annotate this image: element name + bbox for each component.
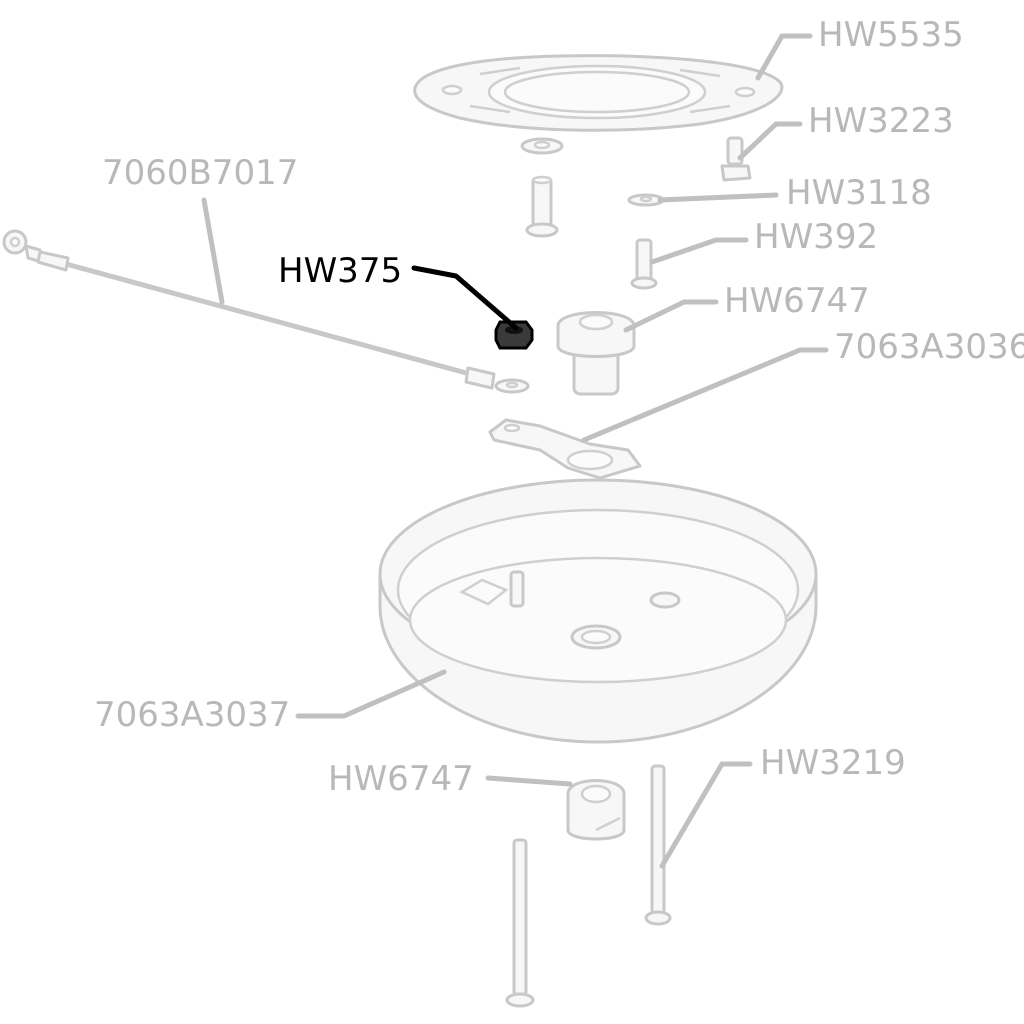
long-screw-hw3219[interactable] [644, 764, 672, 926]
long-screw-left[interactable] [505, 838, 535, 1008]
label-hw3118: HW3118 [786, 173, 932, 213]
standoff-post[interactable] [525, 175, 559, 238]
leader-hw5535 [755, 33, 813, 81]
screw-hw392[interactable] [630, 238, 658, 290]
leader-hw3118 [657, 192, 779, 203]
leader-hw392 [649, 237, 749, 265]
washer-top[interactable] [520, 137, 564, 155]
label-hw6747-top: HW6747 [724, 281, 870, 321]
leader-7063a3036 [581, 347, 829, 443]
label-7063a3036: 7063A3036 [834, 327, 1024, 367]
mounting-plate-hw5535[interactable] [413, 54, 784, 132]
bolt-hw3223[interactable] [720, 136, 752, 182]
leader-7060b7017 [201, 197, 225, 305]
label-hw3219: HW3219 [760, 743, 906, 783]
leader-hw3219 [659, 761, 753, 869]
label-7063a3037: 7063A3037 [94, 695, 290, 735]
bushing-hw6747-top[interactable] [556, 311, 636, 396]
label-hw392: HW392 [754, 217, 878, 257]
ground-wire-7060b7017[interactable] [2, 229, 530, 394]
leader-hw3223 [737, 121, 803, 161]
bushing-hw6747-bottom[interactable] [566, 779, 626, 841]
label-7060b7017: 7060B7017 [102, 153, 298, 193]
leader-hw6747-bottom [485, 775, 573, 787]
label-hw5535: HW5535 [818, 15, 964, 55]
label-hw3223: HW3223 [808, 101, 954, 141]
label-hw6747-bottom: HW6747 [328, 759, 474, 799]
bracket-7063a3036[interactable] [488, 418, 642, 480]
leader-hw375 [411, 265, 519, 331]
leader-7063a3037 [295, 669, 447, 719]
label-hw375: HW375 [278, 251, 402, 291]
leader-hw6747-top [623, 299, 719, 333]
base-pan-7063a3037[interactable] [378, 478, 818, 744]
